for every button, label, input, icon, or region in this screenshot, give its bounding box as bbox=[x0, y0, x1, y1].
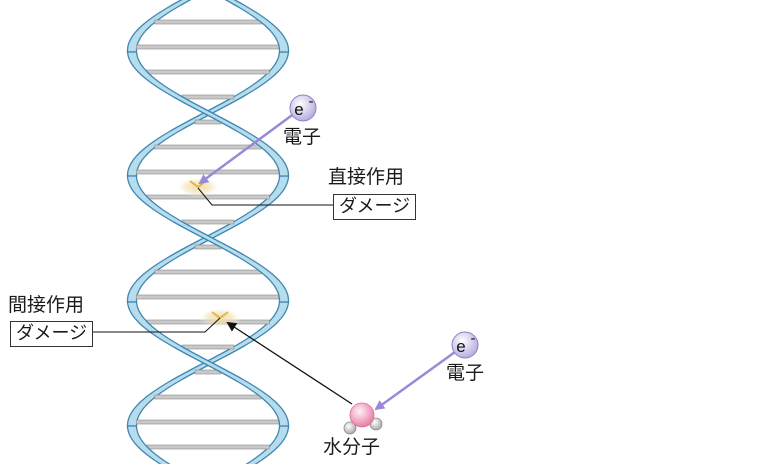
water-hydrogen-left bbox=[343, 421, 357, 435]
water-molecule-label: 水分子 bbox=[323, 436, 381, 458]
helix-strand-segment bbox=[126, 175, 290, 303]
base-pair-rung bbox=[154, 19, 262, 25]
base-pair-rung bbox=[136, 44, 280, 50]
indirect-damage-leader bbox=[91, 317, 221, 333]
electron-symbol-bottom: e bbox=[456, 337, 465, 356]
base-pair-rung bbox=[136, 169, 280, 175]
direct-damage-leader bbox=[197, 187, 333, 206]
electron-symbol-top: e bbox=[294, 100, 303, 119]
base-pair-rung bbox=[181, 219, 235, 225]
electron-label-bottom: 電子 bbox=[446, 362, 485, 384]
base-pair-rung bbox=[146, 444, 270, 450]
base-pair-rung bbox=[136, 419, 280, 425]
base-pair-rung bbox=[181, 344, 235, 350]
helix-strand-segment bbox=[126, 0, 192, 53]
electron-charge-bottom: - bbox=[471, 330, 476, 347]
base-pair-rung bbox=[146, 69, 270, 75]
water-to-dna-arrow bbox=[226, 321, 353, 405]
helix-strand-segment bbox=[126, 425, 171, 464]
electron-arrow-direct bbox=[198, 111, 296, 185]
dna-front-strand bbox=[126, 0, 290, 464]
helix-strand-segment bbox=[224, 0, 290, 53]
water-oxygen bbox=[349, 402, 375, 428]
indirect-effect-label: 間接作用 bbox=[8, 294, 85, 316]
helix-strand-segment bbox=[126, 51, 290, 177]
base-pair-rung bbox=[136, 294, 280, 300]
electron-arrow-water bbox=[374, 350, 456, 411]
base-pair-rung bbox=[181, 94, 235, 100]
helix-strand-segment bbox=[245, 425, 290, 464]
helix-strand-segment bbox=[126, 301, 290, 427]
electron-ball-top bbox=[289, 94, 317, 122]
direct-damage-box: ダメージ bbox=[333, 194, 417, 220]
base-pair-rung bbox=[154, 269, 262, 275]
base-pair-rung bbox=[154, 394, 262, 400]
indirect-damage-box: ダメージ bbox=[10, 321, 94, 347]
electron-label-top: 電子 bbox=[283, 126, 322, 148]
electron-charge-top: - bbox=[309, 93, 314, 110]
electron-ball-bottom bbox=[451, 331, 479, 359]
direct-effect-label: 直接作用 bbox=[328, 166, 405, 188]
